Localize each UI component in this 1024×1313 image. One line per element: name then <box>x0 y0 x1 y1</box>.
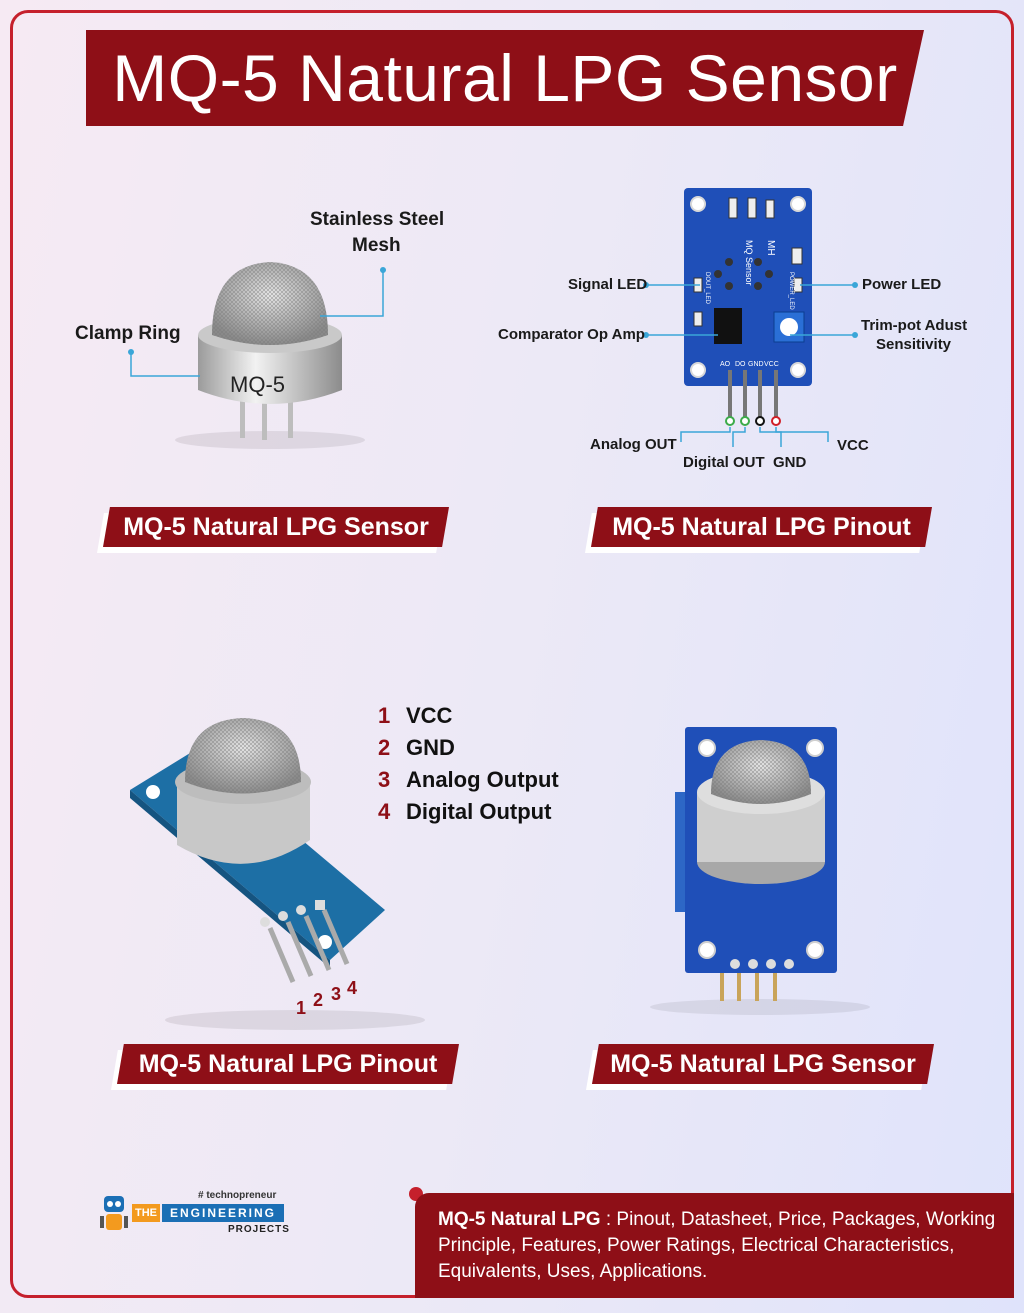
mesh-label-line1: Stainless Steel <box>310 209 445 230</box>
logo-engineering: ENGINEERING <box>162 1204 284 1222</box>
trimpot-label-line1: Trim-pot Adust <box>861 317 968 334</box>
caption-top-right: MQ-5 Natural LPG Pinout <box>585 507 932 553</box>
svg-text:VCC: VCC <box>764 361 779 368</box>
caption-bottom-right: MQ-5 Natural LPG Sensor <box>586 1044 934 1090</box>
caption-top-left: MQ-5 Natural LPG Sensor <box>97 507 449 553</box>
logo-projects: PROJECTS <box>228 1224 290 1235</box>
mesh-label-line2: Mesh <box>352 235 401 256</box>
svg-text:DO: DO <box>735 361 746 368</box>
vcc-label: VCC <box>837 437 869 454</box>
svg-text:MH: MH <box>765 240 776 256</box>
signal-led-label: Signal LED <box>568 276 648 293</box>
logo-tagline: # technopreneur <box>198 1190 277 1201</box>
svg-text:AO: AO <box>720 361 731 368</box>
sensor-body-text: MQ-5 <box>230 372 285 397</box>
engineering-projects-logo[interactable]: # technopreneur THE ENGINEERING PROJECTS <box>98 1186 298 1242</box>
pin-number-4: 4 <box>347 978 358 998</box>
mq5-sensor-illustration: MQ-5 <box>175 262 365 449</box>
svg-text:GND: GND <box>748 361 764 368</box>
comparator-label: Comparator Op Amp <box>498 326 645 343</box>
svg-text:POWER_LED: POWER_LED <box>788 272 794 310</box>
footer-text: : Pinout, Datasheet, Price, Packages, Wo… <box>438 1209 996 1282</box>
robot-icon <box>100 1196 128 1230</box>
clamp-ring-label: Clamp Ring <box>75 323 181 344</box>
pin-number-2: 2 <box>313 990 324 1010</box>
trimpot-label-line2: Sensitivity <box>876 336 952 353</box>
svg-text:DOUT_LED: DOUT_LED <box>704 272 710 305</box>
page-title: MQ-5 Natural LPG Sensor <box>86 30 924 126</box>
pin-number-1: 1 <box>296 998 307 1018</box>
svg-text:MQ Sensor: MQ Sensor <box>744 240 754 286</box>
footer-title: MQ-5 Natural LPG <box>438 1209 601 1230</box>
mq5-module-front-illustration <box>650 727 870 1015</box>
analog-out-label: Analog OUT <box>590 436 677 453</box>
mq-sensor-board-illustration: MH MQ Sensor DOUT_LED POWER_LED AO DO GN… <box>684 188 812 386</box>
gnd-label: GND <box>773 454 807 471</box>
power-led-label: Power LED <box>862 276 942 293</box>
digital-out-label: Digital OUT <box>683 454 765 471</box>
caption-bottom-left: MQ-5 Natural LPG Pinout <box>111 1044 459 1090</box>
logo-the: THE <box>132 1204 160 1222</box>
pin-number-3: 3 <box>331 984 342 1004</box>
mq5-module-angled-illustration <box>130 718 425 1030</box>
footer-description: MQ-5 Natural LPG : Pinout, Datasheet, Pr… <box>415 1193 1014 1298</box>
